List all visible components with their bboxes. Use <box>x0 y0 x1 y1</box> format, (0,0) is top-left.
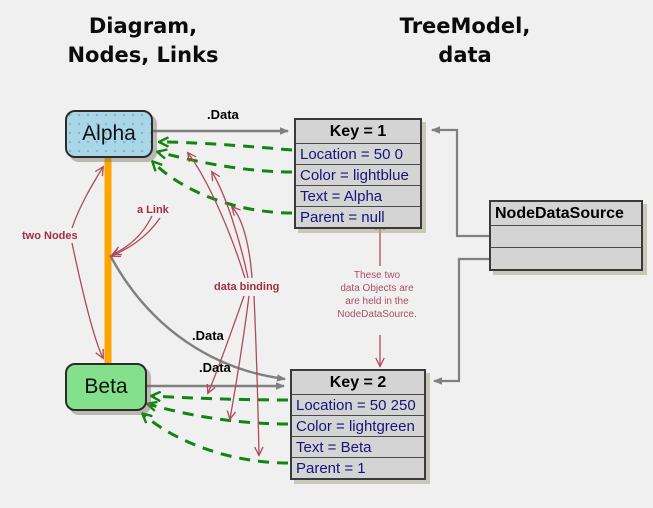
page-title-right: TreeModel, data <box>399 14 531 67</box>
key-2-row-text: Text = Beta <box>292 436 424 457</box>
key-1-row-text: Text = Alpha <box>296 185 420 206</box>
link-label-data-bottom: .Data <box>199 360 231 375</box>
binding-arrows-alpha <box>153 142 293 215</box>
key-2-row-color: Color = lightgreen <box>292 415 424 436</box>
key-2-row-location: Location = 50 250 <box>292 394 424 415</box>
annotation-a-link: a Link <box>137 204 169 216</box>
key-1-row-parent: Parent = null <box>296 206 420 227</box>
key-2-table-header: Key = 2 <box>329 374 387 391</box>
page-title-left: Diagram, Nodes, Links <box>67 14 219 67</box>
node-beta-label: Beta <box>84 375 128 398</box>
source-link-to-key1 <box>431 126 489 238</box>
data-link-curve-to-key2 <box>108 254 286 382</box>
key-1-table[interactable]: Key = 1 Location = 50 0 Color = lightblu… <box>294 118 422 229</box>
binding-arrows-beta <box>143 396 289 465</box>
annotation-leaders <box>71 153 380 455</box>
node-alpha[interactable]: Alpha <box>65 110 153 158</box>
annotation-two-nodes: two Nodes <box>22 230 78 242</box>
key-2-row-parent: Parent = 1 <box>292 457 424 478</box>
annotation-data-binding: data binding <box>214 281 280 293</box>
node-data-source-header: NodeDataSource <box>491 202 641 225</box>
key-2-table[interactable]: Key = 2 Location = 50 250 Color = lightg… <box>290 369 426 480</box>
node-data-source-table[interactable]: NodeDataSource <box>489 200 643 271</box>
node-beta[interactable]: Beta <box>65 363 147 411</box>
link-label-data-top: .Data <box>207 107 239 122</box>
key-1-row-color: Color = lightblue <box>296 164 420 185</box>
node-alpha-label: Alpha <box>82 122 136 145</box>
key-1-table-header: Key = 1 <box>329 123 387 140</box>
annotation-held-in-source: These two data Objects are are held in t… <box>337 270 417 320</box>
node-data-source-row-1 <box>491 225 641 247</box>
key-1-row-location: Location = 50 0 <box>296 143 420 164</box>
node-data-source-row-2 <box>491 247 641 269</box>
source-link-to-key2 <box>433 257 489 385</box>
link-label-data-middle: .Data <box>192 328 224 343</box>
